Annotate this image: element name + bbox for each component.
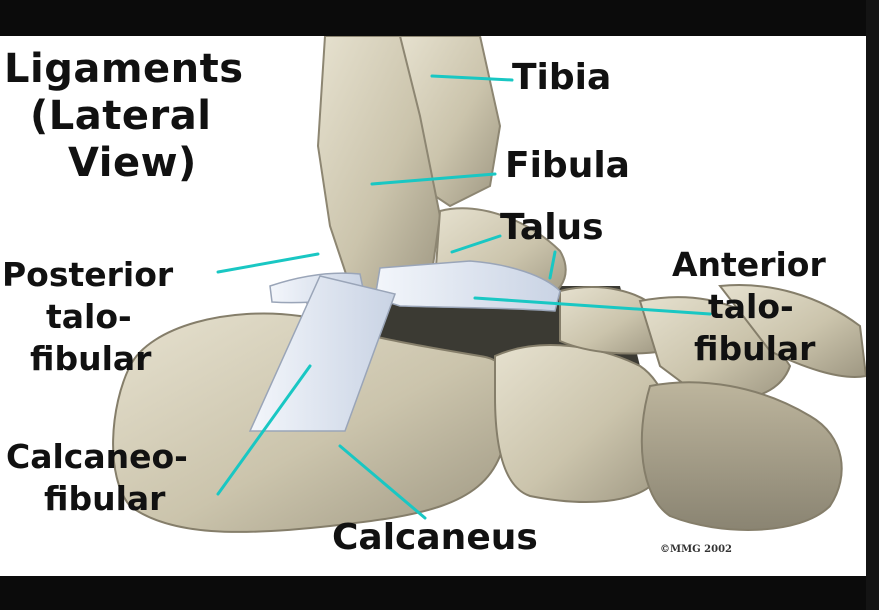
- label-calcaneofibular: Calcaneo- fibular: [6, 436, 188, 520]
- talus-leader-line-2: [548, 250, 557, 280]
- posterior-line-1: Posterior: [2, 255, 174, 294]
- top-black-bar: [0, 0, 879, 36]
- posterior-line-3: fibular: [30, 339, 152, 378]
- fibula-leader-line: [370, 172, 497, 186]
- talus-leader-line: [450, 234, 502, 254]
- ankle-ligament-diagram: Ligaments (Lateral View) Tibia Fibula Ta…: [0, 36, 866, 576]
- calcaneofibular-line-1: Calcaneo-: [6, 437, 188, 476]
- anterior-line-2: talo-: [708, 287, 794, 326]
- title-line-1: Ligaments: [4, 46, 244, 92]
- title-line-3: View): [68, 140, 197, 186]
- label-anterior-talofibular: Anterior talo- fibular: [672, 244, 826, 370]
- diagram-title: Ligaments (Lateral View): [4, 46, 244, 187]
- right-scroll-edge: [866, 0, 879, 610]
- tibia-leader-line: [430, 74, 514, 82]
- toe-bone: [718, 284, 866, 378]
- posterior-talofibular-leader-line: [216, 252, 320, 274]
- calcaneofibular-leader-line: [216, 364, 312, 496]
- label-posterior-talofibular: Posterior talo- fibular: [2, 254, 173, 380]
- ankle-illustration: [112, 36, 866, 533]
- copyright-text: ©MMG 2002: [660, 544, 732, 555]
- label-calcaneus: Calcaneus: [332, 517, 538, 558]
- anterior-line-1: Anterior: [672, 245, 826, 284]
- anterior-talofibular-ligament: [374, 260, 561, 312]
- label-talus: Talus: [500, 207, 604, 248]
- anterior-talofibular-leader-line: [473, 296, 712, 316]
- calcaneofibular-line-2: fibular: [44, 479, 166, 518]
- title-line-2: (Lateral: [30, 93, 212, 139]
- bottom-black-bar: [0, 576, 879, 610]
- metatarsal-base-bone: [640, 381, 843, 531]
- calcaneus-leader-line: [338, 444, 427, 520]
- calcaneofibular-ligament: [248, 275, 396, 432]
- label-tibia: Tibia: [512, 57, 612, 98]
- anterior-line-3: fibular: [694, 329, 816, 368]
- posterior-line-2: talo-: [46, 297, 132, 336]
- label-fibula: Fibula: [505, 145, 630, 186]
